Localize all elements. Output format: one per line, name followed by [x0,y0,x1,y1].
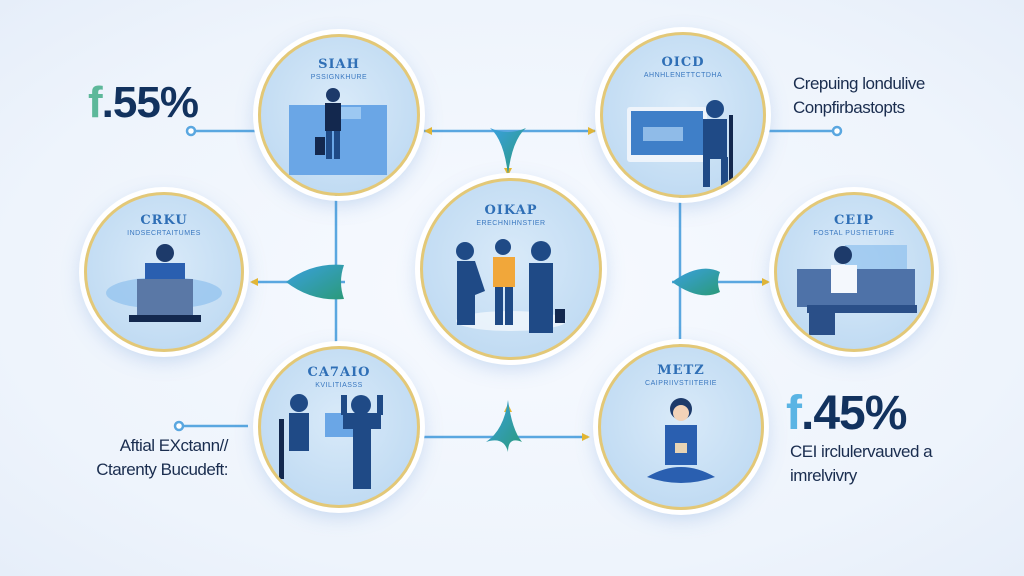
node-title: CA7AIO [307,365,371,380]
arrow-icon [582,433,590,441]
stat-value: .55% [101,78,199,127]
connector-endpoint [831,125,843,137]
laptop-user-illustration [106,244,222,322]
caption-line: imrelvivry [790,466,857,485]
stat-value: .45% [800,387,907,440]
caption-bottom-right: CEI irclulervauved a imrelvivry [790,440,933,488]
caption-line: Ctarenty Bucudeft: [96,460,228,479]
funnel-icon [486,400,522,452]
funnel-icon [672,268,720,296]
node-metz[interactable]: METZ CAIPRIIVSTIITERIE [598,344,764,510]
arrow-icon [762,278,770,286]
presenter-illustration [289,88,387,175]
computer-user-illustration [627,100,733,187]
node-subtitle: KVILITIASSS [315,382,363,389]
arrow-icon [250,278,258,286]
stat-bottom-right: f.45% [786,386,907,441]
collaboration-illustration [279,394,383,489]
node-title: METZ [657,363,705,378]
caption-line: CEI irclulervauved a [790,442,933,461]
node-title: OIKAP [484,203,538,218]
node-subtitle: CAIPRIIVSTIITERIE [645,380,717,387]
node-oikap[interactable]: OIKAP ERECHNIHNSTIER [420,178,602,360]
node-subtitle: AHNHLENETTCTDHA [643,72,723,79]
connector-endpoint [185,125,197,137]
node-title: OICD [661,55,705,70]
meditating-person-illustration [647,398,715,483]
funnel-icon [490,128,526,175]
arrow-icon [588,127,596,135]
node-subtitle: INDSECRTAITUMES [127,230,201,237]
node-title: SIAH [318,57,360,72]
handshake-team-illustration [456,239,566,333]
node-ceip[interactable]: CEIP FOSTAL PUSTIETURE [774,192,934,352]
stat-prefix: f [88,78,103,127]
arrow-icon [424,127,432,135]
connector-endpoint [173,420,185,432]
caption-bottom-left: Aftial EXctann// Ctarenty Bucudeft: [96,434,228,482]
funnel-icon [286,264,344,300]
node-crku[interactable]: CRKU INDSECRTAITUMES [84,192,244,352]
node-title: CRKU [140,213,188,228]
node-subtitle: FOSTAL PUSTIETURE [813,230,895,237]
node-ca7aio[interactable]: CA7AIO KVILITIASSS [258,346,420,508]
stat-prefix: f [786,387,802,440]
node-siah[interactable]: SIAH PSSIGNKHURE [258,34,420,196]
caption-line: Aftial EXctann// [119,436,229,455]
desk-worker-illustration [797,245,917,335]
node-subtitle: PSSIGNKHURE [310,74,368,81]
stat-top-left: f.55% [88,78,199,128]
caption-line: Conpfirbastopts [793,98,905,117]
node-title: CEIP [833,213,875,228]
node-oicd[interactable]: OICD AHNHLENETTCTDHA [600,32,766,198]
node-subtitle: ERECHNIHNSTIER [476,220,546,227]
caption-line: Crepuing londulive [793,74,925,93]
caption-top-right: Crepuing londulive Conpfirbastopts [793,72,925,120]
